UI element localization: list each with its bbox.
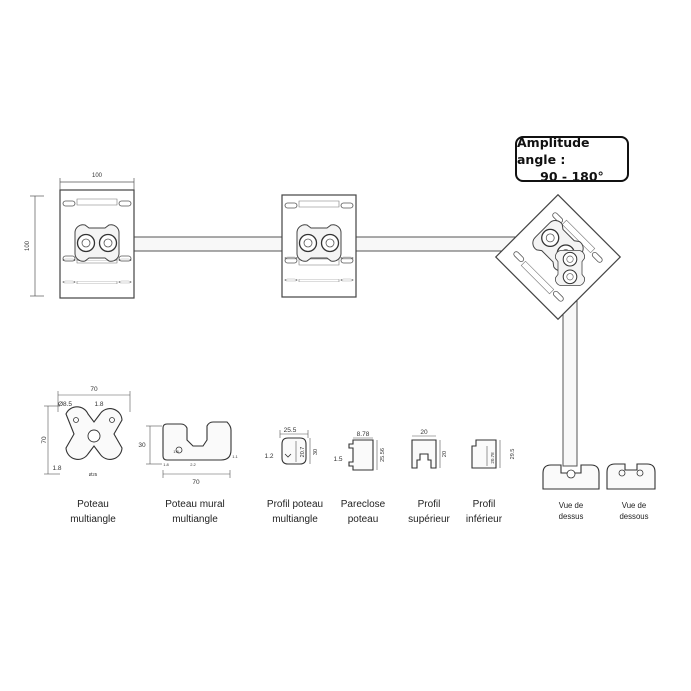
p6-dim-inner: 20.78 bbox=[490, 452, 495, 464]
p6-dim-height: 29.5 bbox=[510, 449, 516, 460]
caption-line-1: Vue de bbox=[558, 501, 584, 510]
p5-dim-width: 20 bbox=[420, 429, 428, 436]
profile-profil-poteau bbox=[279, 430, 311, 465]
p1-dim-wall: 1.8 bbox=[94, 401, 103, 408]
caption-line-2: multiangle bbox=[272, 514, 318, 525]
caption-line-1: Pareclose bbox=[340, 499, 386, 510]
p2-dim-width: 70 bbox=[192, 479, 200, 486]
dimension-height bbox=[30, 195, 44, 297]
p1-dim-width: 70 bbox=[90, 386, 98, 393]
p3-dim-height: 30 bbox=[313, 449, 319, 455]
caption-line-2: multiangle bbox=[172, 514, 218, 525]
caption-vue-dessus: Vue de dessus bbox=[544, 500, 598, 522]
callout-line-2: 90 - 180° bbox=[540, 168, 604, 184]
caption-line-1: Poteau bbox=[77, 499, 109, 510]
rail-1 bbox=[117, 236, 295, 252]
caption-line-1: Profil bbox=[417, 499, 441, 510]
p5-dim-height: 20 bbox=[442, 451, 448, 457]
caption-poteau-multiangle: Poteau multiangle bbox=[52, 497, 134, 527]
view-top bbox=[542, 464, 600, 490]
profile-pareclose bbox=[348, 437, 378, 471]
p1-dim-wall-2: 1.8 bbox=[52, 465, 61, 472]
caption-profil-inferieur: Profil inférieur bbox=[454, 497, 514, 527]
view-bottom bbox=[606, 463, 656, 490]
p4-dim-side: 1.5 bbox=[333, 456, 342, 463]
p4-dim-height: 25.56 bbox=[380, 448, 386, 462]
p3-dim-wall: 1.2 bbox=[264, 453, 273, 460]
p1-dim-core: Ø25 bbox=[89, 472, 98, 477]
post-node-vertical bbox=[554, 249, 586, 287]
angle-callout: Amplitude angle : 90 - 180° bbox=[515, 134, 629, 184]
p2-dim-wall-4: 1.1 bbox=[232, 454, 238, 459]
caption-line-1: Profil bbox=[472, 499, 496, 510]
p2-dim-wall: 1.8 bbox=[173, 449, 179, 454]
caption-line-1: Poteau mural bbox=[165, 499, 225, 510]
caption-line-1: Profil poteau bbox=[266, 499, 324, 510]
p1-dim-hole: Ø8.5 bbox=[58, 401, 72, 408]
dimension-width-label: 100 bbox=[92, 173, 103, 179]
caption-line-2: inférieur bbox=[465, 514, 503, 525]
caption-profil-superieur: Profil supérieur bbox=[398, 497, 460, 527]
base-plate-2 bbox=[281, 194, 357, 298]
p3-dim-inner: 20.7 bbox=[300, 447, 306, 458]
caption-line-1: Vue de bbox=[621, 501, 647, 510]
caption-poteau-mural: Poteau mural multiangle bbox=[150, 497, 240, 527]
profile-inferieur bbox=[471, 439, 501, 469]
p4-dim-top: 8.78 bbox=[357, 431, 370, 438]
p2-dim-wall-3: 2.2 bbox=[190, 462, 196, 467]
caption-line-2: multiangle bbox=[70, 514, 116, 525]
caption-profil-poteau: Profil poteau multiangle bbox=[254, 497, 336, 527]
dimension-width bbox=[59, 178, 135, 190]
caption-line-2: dessous bbox=[619, 512, 649, 521]
caption-pareclose: Pareclose poteau bbox=[328, 497, 398, 527]
p2-dim-wall-2: 1.8 bbox=[163, 462, 169, 467]
profile-poteau-mural bbox=[146, 421, 232, 478]
caption-line-2: supérieur bbox=[408, 514, 450, 525]
caption-line-2: dessus bbox=[558, 512, 584, 521]
caption-vue-dessous: Vue de dessous bbox=[607, 500, 661, 522]
p3-dim-width: 25.5 bbox=[284, 427, 297, 434]
callout-line-1: Amplitude angle : bbox=[517, 134, 590, 167]
base-plate-1 bbox=[59, 189, 135, 299]
p1-dim-height: 70 bbox=[41, 436, 48, 444]
p2-dim-height: 30 bbox=[138, 442, 146, 449]
profile-poteau-multiangle bbox=[44, 391, 131, 475]
profile-superieur bbox=[411, 435, 441, 469]
caption-line-2: poteau bbox=[347, 514, 379, 525]
dimension-height-label: 100 bbox=[25, 240, 31, 251]
